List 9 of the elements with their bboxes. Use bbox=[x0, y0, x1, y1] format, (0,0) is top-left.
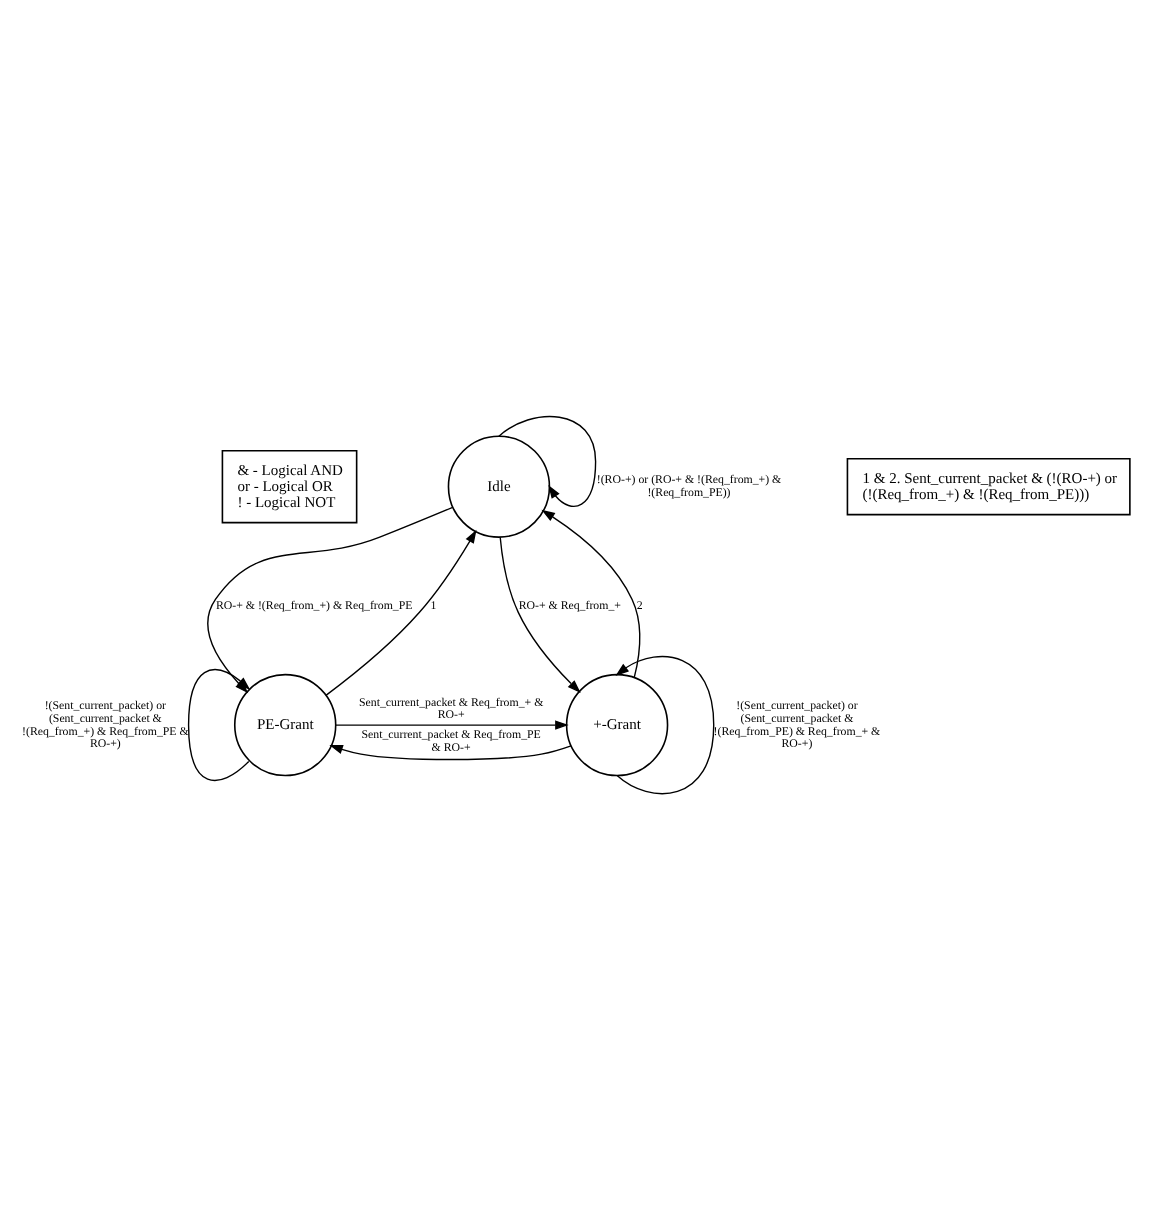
arrow bbox=[615, 655, 715, 795]
arrow bbox=[335, 720, 569, 730]
arrow bbox=[499, 536, 581, 694]
node-box: & - Logical AND or - Logical OR ! - Logical NOT bbox=[221, 449, 358, 524]
node-box: 1 & 2. Sent_current_packet & (!(RO-+) or (!(Req_from_+) & !(Req_from_PE))) bbox=[846, 457, 1131, 516]
arrow bbox=[541, 509, 641, 679]
arrow bbox=[329, 744, 572, 761]
node-circle: Idle bbox=[447, 435, 551, 538]
arrow bbox=[325, 529, 477, 696]
